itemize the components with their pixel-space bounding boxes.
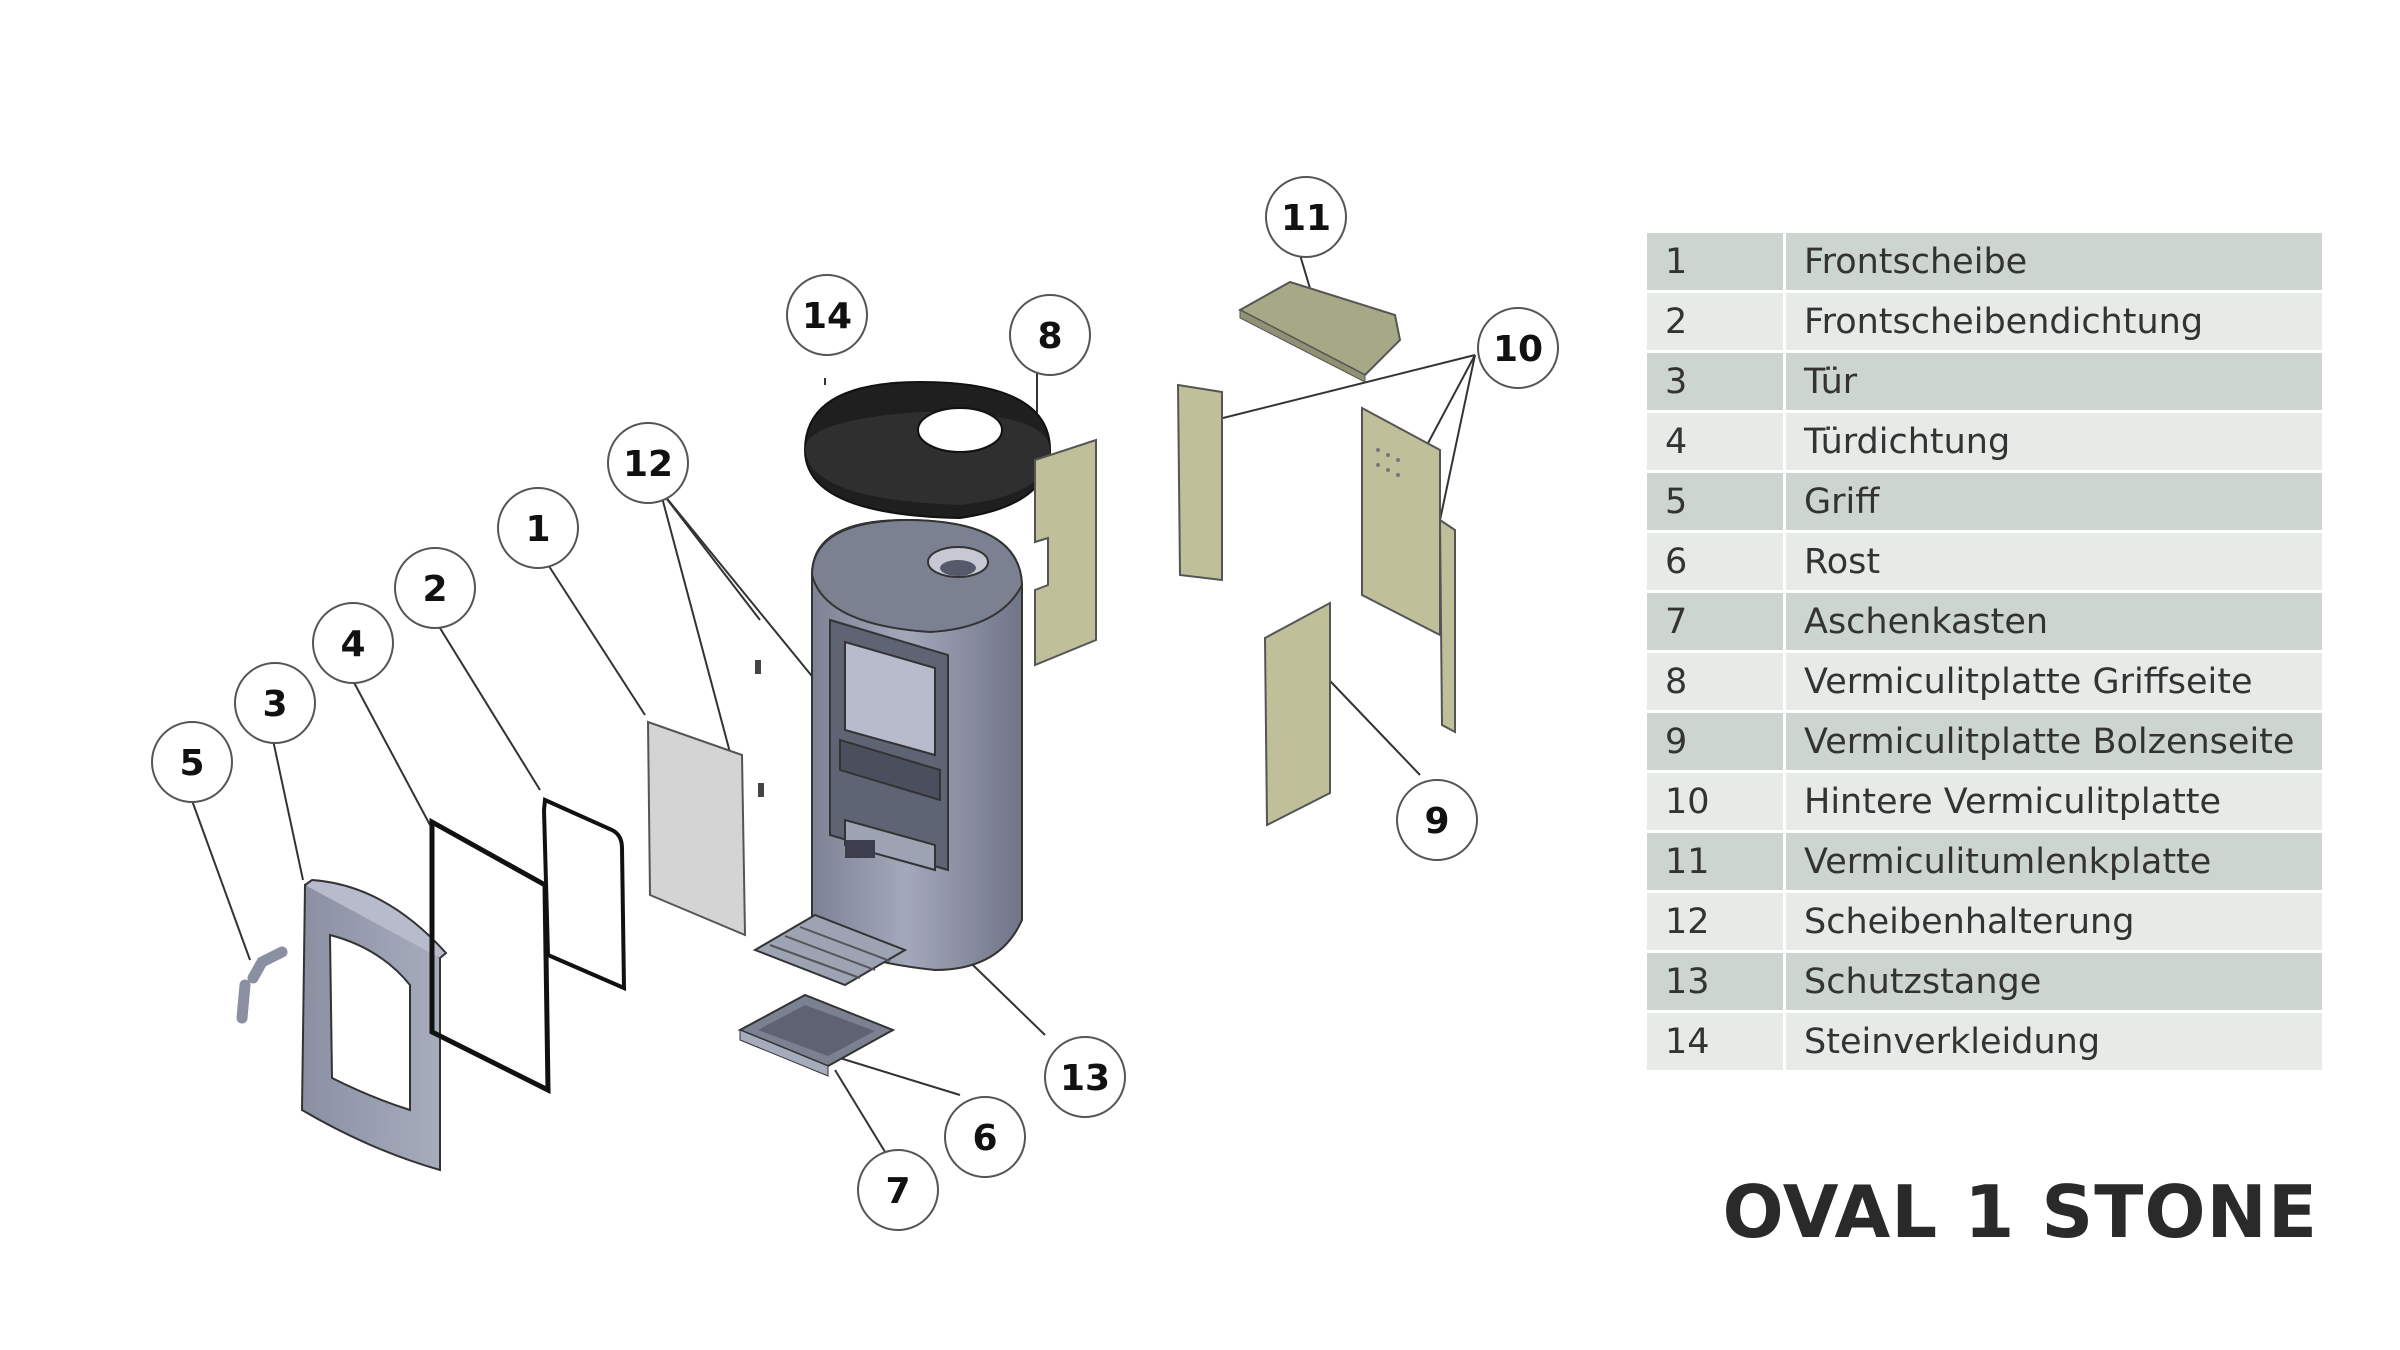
exploded-view-diagram: 1 2 3 4 5 6 7 8 9 10 11 12 13 14 [151,176,1559,1231]
part-number: 9 [1647,713,1783,770]
stone-cover-part [803,380,1052,520]
glass-gasket-part [541,797,627,992]
callout-label-8: 8 [1037,316,1062,357]
callout-circle-12 [607,422,689,504]
part-number: 3 [1647,353,1783,410]
part-number: 2 [1647,293,1783,350]
table-row: 14 Steinverkleidung [1647,1013,2322,1070]
callout-circle-6 [944,1096,1026,1178]
callout-label-4: 4 [340,624,365,665]
part-number: 10 [1647,773,1783,830]
part-name: Schutzstange [1786,953,2322,1010]
callout-circle-14 [786,274,868,356]
part-number: 5 [1647,473,1783,530]
callout-label-12: 12 [623,444,673,485]
callout-circle-10 [1477,307,1559,389]
part-name: Vermiculitumlenkplatte [1786,833,2322,890]
table-row: 10 Hintere Vermiculitplatte [1647,773,2322,830]
callout-label-11: 11 [1281,198,1331,239]
callout-label-13: 13 [1060,1058,1110,1099]
grate-part [752,913,908,987]
vermiculite-bolt-side-part [1263,601,1331,827]
part-name: Frontscheibe [1786,233,2322,290]
callout-label-14: 14 [802,296,852,337]
part-number: 13 [1647,953,1783,1010]
vermiculite-handle-side-part [1034,438,1097,667]
callout-circle-1 [497,487,579,569]
callout-label-9: 9 [1424,801,1449,842]
product-title: OVAL 1 STONE [1722,1170,2318,1254]
callout-label-2: 2 [422,569,447,610]
callout-circle-13 [1044,1036,1126,1118]
part-number: 11 [1647,833,1783,890]
table-row: 1 Frontscheibe [1647,233,2322,290]
table-row: 8 Vermiculitplatte Griffseite [1647,653,2322,710]
part-name: Vermiculitplatte Griffseite [1786,653,2322,710]
part-name: Aschenkasten [1786,593,2322,650]
part-name: Griff [1786,473,2322,530]
stove-body [810,518,1024,972]
part-name: Frontscheibendichtung [1786,293,2322,350]
callout-label-1: 1 [525,509,550,550]
table-row: 9 Vermiculitplatte Bolzenseite [1647,713,2322,770]
callout-label-3: 3 [262,684,287,725]
callout-circle-9 [1396,779,1478,861]
callout-circle-3 [234,662,316,744]
callout-circle-5 [151,721,233,803]
table-row: 5 Griff [1647,473,2322,530]
door-gasket-part [429,817,551,1095]
callout-circle-11 [1265,176,1347,258]
callout-label-10: 10 [1493,329,1543,370]
part-number: 12 [1647,893,1783,950]
callout-circle-4 [312,602,394,684]
callout-label-6: 6 [972,1118,997,1159]
part-name: Rost [1786,533,2322,590]
part-number: 4 [1647,413,1783,470]
part-number: 1 [1647,233,1783,290]
callout-circle-8 [1009,294,1091,376]
callout-label-7: 7 [885,1171,910,1212]
table-row: 13 Schutzstange [1647,953,2322,1010]
part-name: Steinverkleidung [1786,1013,2322,1070]
part-number: 7 [1647,593,1783,650]
table-row: 6 Rost [1647,533,2322,590]
glass-holder-clips [755,660,764,797]
table-row: 3 Tür [1647,353,2322,410]
callout-circle-7 [857,1149,939,1231]
callout-labels: 1 2 3 4 5 6 7 8 9 10 11 12 13 14 [179,198,1543,1212]
part-number: 6 [1647,533,1783,590]
parts-legend-table: 1 Frontscheibe 2 Frontscheibendichtung 3… [1647,230,2322,1073]
table-row: 12 Scheibenhalterung [1647,893,2322,950]
callout-label-5: 5 [179,743,204,784]
part-name: Scheibenhalterung [1786,893,2322,950]
table-row: 11 Vermiculitumlenkplatte [1647,833,2322,890]
part-name: Hintere Vermiculitplatte [1786,773,2322,830]
vermiculite-rear-parts [1176,383,1456,734]
front-glass-part [646,720,747,937]
table-row: 7 Aschenkasten [1647,593,2322,650]
door-part [300,878,448,1172]
part-number: 14 [1647,1013,1783,1070]
part-number: 8 [1647,653,1783,710]
table-row: 2 Frontscheibendichtung [1647,293,2322,350]
callout-circle-2 [394,547,476,629]
handle-part [236,946,288,1024]
vermiculite-deflector-part [1237,280,1402,383]
ashpan-part [737,993,896,1077]
table-row: 4 Türdichtung [1647,413,2322,470]
part-name: Tür [1786,353,2322,410]
callout-circles [151,176,1559,1231]
part-name: Vermiculitplatte Bolzenseite [1786,713,2322,770]
part-name: Türdichtung [1786,413,2322,470]
